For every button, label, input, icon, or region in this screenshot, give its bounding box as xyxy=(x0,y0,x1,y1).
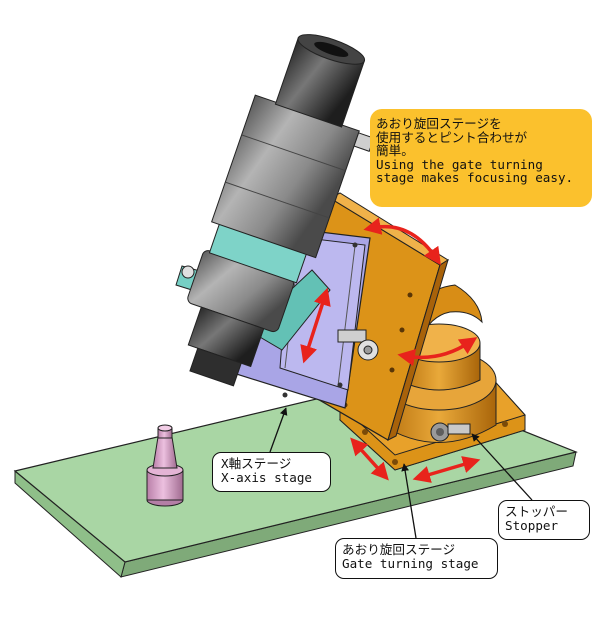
motion-arrows xyxy=(300,217,481,483)
note-line-4: Using the gate turning xyxy=(376,156,543,172)
gate-turning-stage-callout: あおり旋回ステージ Gate turning stage xyxy=(335,538,498,579)
note-line-2: 使用するとピント合わせが xyxy=(376,129,528,145)
x-axis-arrow xyxy=(300,287,331,364)
note-line-3: 簡単。 xyxy=(376,143,414,158)
camera-lens xyxy=(187,34,375,387)
stopper-label-en: Stopper xyxy=(505,518,559,533)
leader-stopper xyxy=(471,433,533,501)
x-axis-stage-label-jp: X軸ステージ xyxy=(221,456,292,471)
rotation-arrow xyxy=(397,337,478,367)
leader-lines xyxy=(269,407,533,539)
tilt-arrow xyxy=(363,217,441,266)
note-line-1: あおり旋回ステージを xyxy=(376,116,502,131)
left-slide-arrow xyxy=(350,437,389,481)
gate-stage-label-en: Gate turning stage xyxy=(342,556,479,571)
gate-stage-label-jp: あおり旋回ステージ xyxy=(342,542,456,557)
focus-tip-note: あおり旋回ステージを 使用するとピント合わせが 簡単。 Using the ga… xyxy=(370,109,592,207)
adjust-knob xyxy=(337,329,379,361)
stopper-part xyxy=(430,422,471,442)
stopper-callout: ストッパー Stopper xyxy=(498,500,590,540)
x-axis-stage-label-en: X-axis stage xyxy=(221,470,312,485)
stopper-label-jp: ストッパー xyxy=(505,504,568,519)
note-line-5: stage makes focusing easy. xyxy=(376,170,574,185)
nozzle-part xyxy=(146,424,184,507)
leader-x-axis xyxy=(269,407,288,453)
x-axis-stage-callout: X軸ステージ X-axis stage xyxy=(212,452,331,492)
right-slide-arrow xyxy=(412,456,481,483)
leader-gate xyxy=(401,463,417,539)
